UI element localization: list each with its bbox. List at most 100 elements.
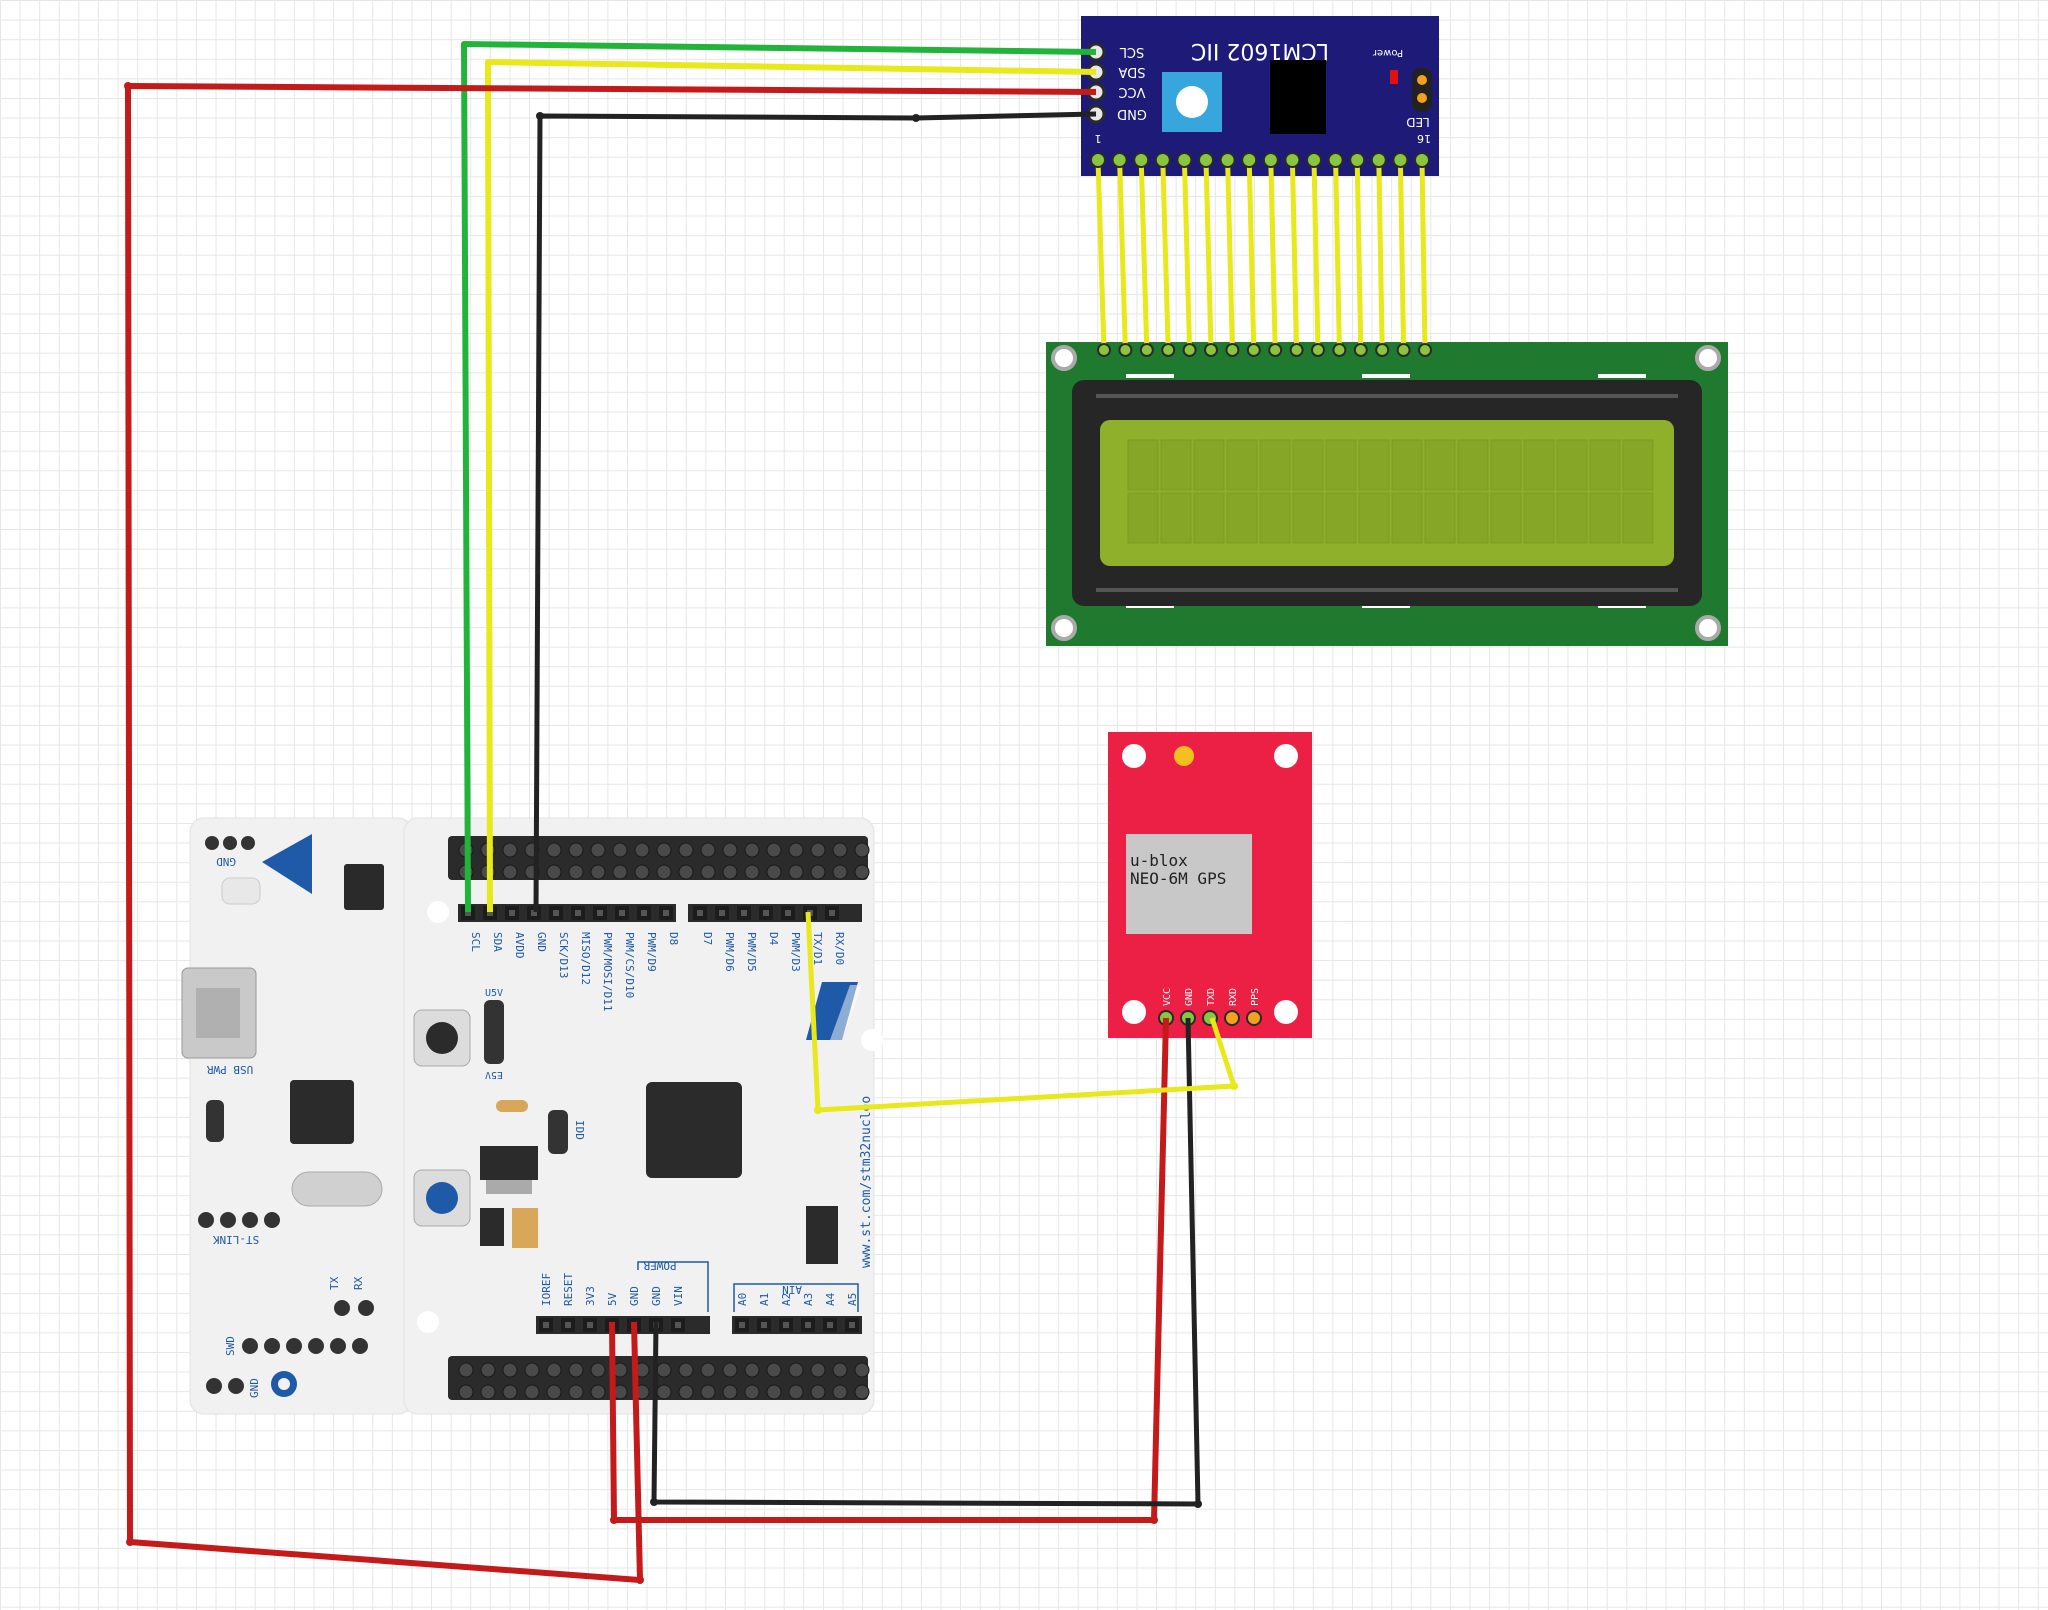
morpho-pin[interactable] xyxy=(656,864,672,880)
morpho-pin[interactable] xyxy=(678,842,694,858)
lcd-bus-wire[interactable] xyxy=(1354,159,1364,351)
lcd-bus-wire[interactable] xyxy=(1419,159,1428,351)
gps-pin[interactable] xyxy=(1246,1010,1262,1026)
lcd-pin[interactable] xyxy=(1332,343,1347,357)
i2c-lcd-pin[interactable] xyxy=(1241,152,1258,168)
lcd-bus-wire[interactable] xyxy=(1095,159,1107,351)
morpho-pin[interactable] xyxy=(546,1384,562,1400)
i2c-lcd-pin[interactable] xyxy=(1370,152,1387,168)
morpho-pin[interactable] xyxy=(524,1362,540,1378)
lcd-bus-wire[interactable] xyxy=(1181,159,1193,351)
i2c-lcd-pin[interactable] xyxy=(1349,152,1366,168)
morpho-pin[interactable] xyxy=(612,842,628,858)
led-jumper[interactable] xyxy=(1412,68,1432,112)
morpho-pin[interactable] xyxy=(766,864,782,880)
morpho-pin[interactable] xyxy=(568,842,584,858)
i2c-lcd-pin[interactable] xyxy=(1284,152,1301,168)
lcd-pin[interactable] xyxy=(1118,343,1133,357)
lcd-pin[interactable] xyxy=(1246,343,1261,357)
lcd-pin[interactable] xyxy=(1097,343,1111,357)
morpho-pin[interactable] xyxy=(766,1362,782,1378)
i2c-lcd-pin[interactable] xyxy=(1327,152,1344,168)
morpho-pin[interactable] xyxy=(722,1384,738,1400)
morpho-pin[interactable] xyxy=(788,864,804,880)
morpho-pin[interactable] xyxy=(722,842,738,858)
morpho-pin[interactable] xyxy=(678,1362,694,1378)
lcd-pin[interactable] xyxy=(1225,343,1240,357)
i2c-lcd-pin[interactable] xyxy=(1111,152,1128,168)
morpho-pin[interactable] xyxy=(832,1362,848,1378)
lcd-bus-wire[interactable] xyxy=(1246,159,1257,351)
i2c-lcd-pin[interactable] xyxy=(1306,152,1322,168)
morpho-pin[interactable] xyxy=(612,864,628,880)
morpho-pin[interactable] xyxy=(744,864,760,880)
lcd-bus-wire[interactable] xyxy=(1117,159,1128,351)
morpho-pin[interactable] xyxy=(590,864,606,880)
lcd-pin[interactable] xyxy=(1161,343,1176,357)
wire-sda[interactable] xyxy=(485,59,1097,913)
morpho-pin[interactable] xyxy=(832,842,848,858)
morpho-pin[interactable] xyxy=(546,864,562,880)
lcd-bus-wire[interactable] xyxy=(1203,159,1214,351)
morpho-pin[interactable] xyxy=(832,1384,848,1400)
morpho-pin[interactable] xyxy=(502,1384,518,1400)
morpho-pin[interactable] xyxy=(480,1384,496,1400)
lcd-bus-wire[interactable] xyxy=(1160,159,1171,351)
lcd-pin[interactable] xyxy=(1396,343,1411,357)
lcd-pin[interactable] xyxy=(1311,343,1325,357)
wire-gnd-i2c[interactable] xyxy=(533,111,1097,913)
morpho-pin[interactable] xyxy=(678,864,694,880)
morpho-pin[interactable] xyxy=(502,842,518,858)
morpho-pin[interactable] xyxy=(634,842,650,858)
morpho-pin[interactable] xyxy=(700,842,716,858)
lcd-pin[interactable] xyxy=(1139,343,1154,357)
i2c-lcd-pin[interactable] xyxy=(1154,152,1171,168)
morpho-pin[interactable] xyxy=(788,1362,804,1378)
morpho-pin[interactable] xyxy=(524,1384,540,1400)
lcd-bus-wire[interactable] xyxy=(1333,159,1342,351)
morpho-pin[interactable] xyxy=(722,864,738,880)
lcd-pin[interactable] xyxy=(1204,343,1218,357)
morpho-pin[interactable] xyxy=(854,1362,870,1378)
wire-gnd-gps[interactable] xyxy=(651,1017,1201,1507)
morpho-pin[interactable] xyxy=(568,1362,584,1378)
morpho-pin[interactable] xyxy=(700,864,716,880)
lcd-pin[interactable] xyxy=(1268,343,1283,357)
i2c-lcd-pin[interactable] xyxy=(1414,152,1430,168)
morpho-pin[interactable] xyxy=(568,864,584,880)
morpho-pin[interactable] xyxy=(546,842,562,858)
morpho-pin[interactable] xyxy=(744,1384,760,1400)
morpho-pin[interactable] xyxy=(744,1362,760,1378)
i2c-lcd-pin[interactable] xyxy=(1392,152,1409,168)
morpho-pin[interactable] xyxy=(854,842,870,858)
lcd-bus-wire[interactable] xyxy=(1311,159,1321,351)
idd-jumper[interactable] xyxy=(548,1110,568,1154)
morpho-pin[interactable] xyxy=(568,1384,584,1400)
lcd-bus-wire[interactable] xyxy=(1225,159,1235,351)
lcd-pin[interactable] xyxy=(1182,343,1197,357)
morpho-pin[interactable] xyxy=(810,1384,826,1400)
morpho-pin[interactable] xyxy=(678,1384,694,1400)
power-jumper[interactable] xyxy=(484,1000,504,1064)
morpho-pin[interactable] xyxy=(546,1362,562,1378)
lcd-pin[interactable] xyxy=(1418,343,1432,357)
lcd-bus-wire[interactable] xyxy=(1289,159,1300,351)
morpho-pin[interactable] xyxy=(700,1384,716,1400)
morpho-pin[interactable] xyxy=(590,1362,606,1378)
morpho-pin[interactable] xyxy=(590,1384,606,1400)
morpho-pin[interactable] xyxy=(766,842,782,858)
i2c-lcd-pin[interactable] xyxy=(1219,152,1236,168)
morpho-pin[interactable] xyxy=(656,842,672,858)
morpho-pin[interactable] xyxy=(700,1362,716,1378)
gps-pin[interactable] xyxy=(1224,1010,1240,1026)
morpho-pin[interactable] xyxy=(810,1362,826,1378)
i2c-lcd-pin[interactable] xyxy=(1198,152,1214,168)
lcd-bus-wire[interactable] xyxy=(1397,159,1407,351)
wire-vcc-gps[interactable] xyxy=(609,1017,1169,1523)
wire-scl[interactable] xyxy=(461,41,1097,913)
morpho-pin[interactable] xyxy=(656,1384,672,1400)
morpho-pin[interactable] xyxy=(788,1384,804,1400)
morpho-pin[interactable] xyxy=(656,1362,672,1378)
i2c-lcd-pin[interactable] xyxy=(1176,152,1193,168)
morpho-pin[interactable] xyxy=(590,842,606,858)
